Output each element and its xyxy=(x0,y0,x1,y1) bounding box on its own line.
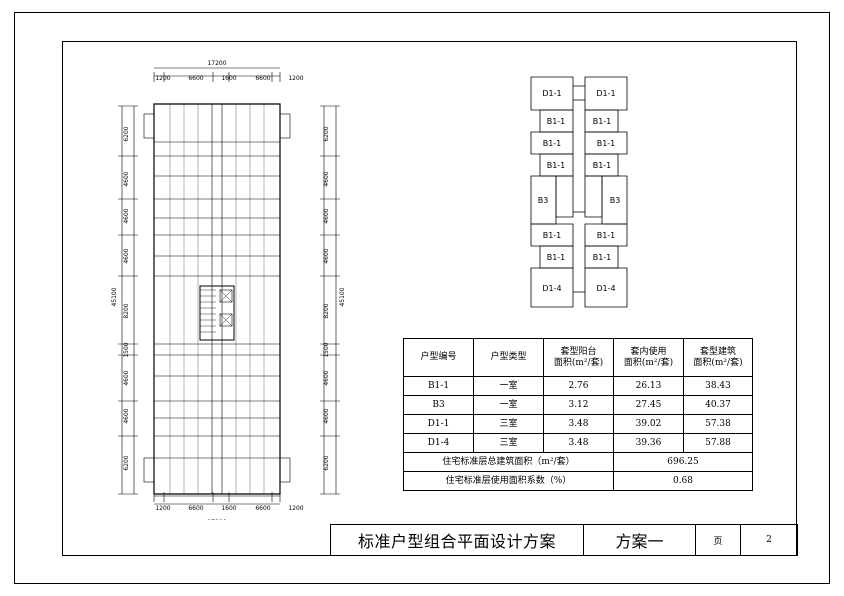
key-unit-label: B1-1 xyxy=(597,139,616,148)
key-unit-label: B1-1 xyxy=(593,117,612,126)
key-unit-label: D1-4 xyxy=(542,284,561,293)
overall-height-right: 45100 xyxy=(339,287,346,306)
cell-usable-area: 26.13 xyxy=(613,376,684,396)
cell-usable-area: 39.02 xyxy=(613,414,684,434)
key-unit-label: B3 xyxy=(538,196,549,205)
summary-coefficient-label: 住宅标准层使用面积系数（%） xyxy=(403,471,614,491)
page-label: 页 xyxy=(695,524,741,556)
key-unit-label: D1-1 xyxy=(596,89,615,98)
cell-unit-code: D1-1 xyxy=(403,414,474,434)
key-unit-label: B1-1 xyxy=(547,253,566,262)
dim-left-2: 4600 xyxy=(123,171,130,186)
cell-unit-type: 一室 xyxy=(473,395,544,415)
table-summary-row: 住宅标准层使用面积系数（%） 0.68 xyxy=(403,471,753,491)
unit-key-map: D1-1 D1-1 B1-1 B1-1 B1-1 B1-1 B1-1 B1-1 … xyxy=(530,76,628,308)
dim-bottom-3: 1600 xyxy=(221,505,236,512)
title-block: 标准户型组合平面设计方案 方案一 页 2 xyxy=(330,524,798,556)
key-unit-label: B1-1 xyxy=(593,253,612,262)
cell-balcony-area: 3.48 xyxy=(543,433,614,453)
key-unit-label: B1-1 xyxy=(543,231,562,240)
dim-left-4: 4600 xyxy=(123,248,130,263)
dim-left-1: 6200 xyxy=(123,126,130,141)
dim-top-2: 6600 xyxy=(188,75,203,82)
dim-right-3: 4600 xyxy=(323,208,330,223)
overall-height-left: 45100 xyxy=(111,287,118,306)
cell-usable-area: 27.45 xyxy=(613,395,684,415)
dim-right-4: 4600 xyxy=(323,248,330,263)
dim-bottom-4: 6600 xyxy=(255,505,270,512)
cell-balcony-area: 3.48 xyxy=(543,414,614,434)
dim-right-8: 4600 xyxy=(323,408,330,423)
key-unit-label: B1-1 xyxy=(593,161,612,170)
cell-unit-type: 三室 xyxy=(473,414,544,434)
cell-usable-area: 39.36 xyxy=(613,433,684,453)
key-unit-label: B1-1 xyxy=(597,231,616,240)
cell-unit-code: D1-4 xyxy=(403,433,474,453)
drawing-border-outer xyxy=(14,12,830,584)
dim-left-8: 4600 xyxy=(123,408,130,423)
dim-left-6: 1500 xyxy=(123,342,130,357)
drawing-title: 标准户型组合平面设计方案 xyxy=(330,524,584,556)
overall-width-top: 17200 xyxy=(207,60,226,67)
table-summary-row: 住宅标准层总建筑面积（m²/套） 696.25 xyxy=(403,452,753,472)
table-row: B1-1 一室 2.76 26.13 38.43 xyxy=(403,376,753,396)
key-unit-label: D1-1 xyxy=(542,89,561,98)
cell-unit-code: B1-1 xyxy=(403,376,474,396)
dim-right-9: 6200 xyxy=(323,455,330,470)
cell-unit-type: 一室 xyxy=(473,376,544,396)
dim-left-7: 4600 xyxy=(123,370,130,385)
dim-bottom-1: 1200 xyxy=(155,505,170,512)
table-header-row: 户型编号 户型类型 套型阳台面积(m²/套) 套内使用面积(m²/套) 套型建筑… xyxy=(403,338,753,377)
drawing-frame xyxy=(62,41,797,556)
key-unit-label: D1-4 xyxy=(596,284,615,293)
summary-total-area-value: 696.25 xyxy=(613,452,753,472)
dim-bottom-5: 1200 xyxy=(288,505,303,512)
cell-unit-code: B3 xyxy=(403,395,474,415)
dim-top-5: 1200 xyxy=(288,75,303,82)
cell-balcony-area: 3.12 xyxy=(543,395,614,415)
header-balcony-area: 套型阳台面积(m²/套) xyxy=(543,338,614,377)
dim-left-5: 8200 xyxy=(123,303,130,318)
key-unit-label: B1-1 xyxy=(547,117,566,126)
header-unit-code: 户型编号 xyxy=(403,338,474,377)
table-row: D1-1 三室 3.48 39.02 57.38 xyxy=(403,414,753,434)
dim-bottom-2: 6600 xyxy=(188,505,203,512)
cell-building-area: 38.43 xyxy=(683,376,753,396)
header-usable-area: 套内使用面积(m²/套) xyxy=(613,338,684,377)
scheme-name: 方案一 xyxy=(583,524,696,556)
overall-width-bottom: 17200 xyxy=(207,519,226,520)
dim-top-3: 1600 xyxy=(221,75,236,82)
key-unit-label: B3 xyxy=(610,196,621,205)
dim-right-1: 6200 xyxy=(323,126,330,141)
cell-balcony-area: 2.76 xyxy=(543,376,614,396)
cell-unit-type: 三室 xyxy=(473,433,544,453)
summary-coefficient-value: 0.68 xyxy=(613,471,753,491)
cell-building-area: 57.88 xyxy=(683,433,753,453)
dim-right-7: 4600 xyxy=(323,370,330,385)
summary-total-area-label: 住宅标准层总建筑面积（m²/套） xyxy=(403,452,614,472)
dim-top-4: 6600 xyxy=(255,75,270,82)
page-number: 2 xyxy=(740,524,798,556)
cell-building-area: 57.38 xyxy=(683,414,753,434)
cell-building-area: 40.37 xyxy=(683,395,753,415)
header-building-area: 套型建筑面积(m²/套) xyxy=(683,338,753,377)
dim-right-2: 4600 xyxy=(323,171,330,186)
table-row: B3 一室 3.12 27.45 40.37 xyxy=(403,395,753,415)
dim-right-5: 8200 xyxy=(323,303,330,318)
floor-plan: 17200 1200 6600 1600 6600 1200 1200 6600… xyxy=(111,60,346,520)
header-unit-type: 户型类型 xyxy=(473,338,544,377)
key-unit-label: B1-1 xyxy=(543,139,562,148)
dim-left-9: 6200 xyxy=(123,455,130,470)
dim-left-3: 4600 xyxy=(123,208,130,223)
dim-right-6: 1500 xyxy=(323,342,330,357)
table-row: D1-4 三室 3.48 39.36 57.88 xyxy=(403,433,753,453)
unit-area-table: 户型编号 户型类型 套型阳台面积(m²/套) 套内使用面积(m²/套) 套型建筑… xyxy=(403,338,753,491)
key-unit-label: B1-1 xyxy=(547,161,566,170)
dim-top-1: 1200 xyxy=(155,75,170,82)
